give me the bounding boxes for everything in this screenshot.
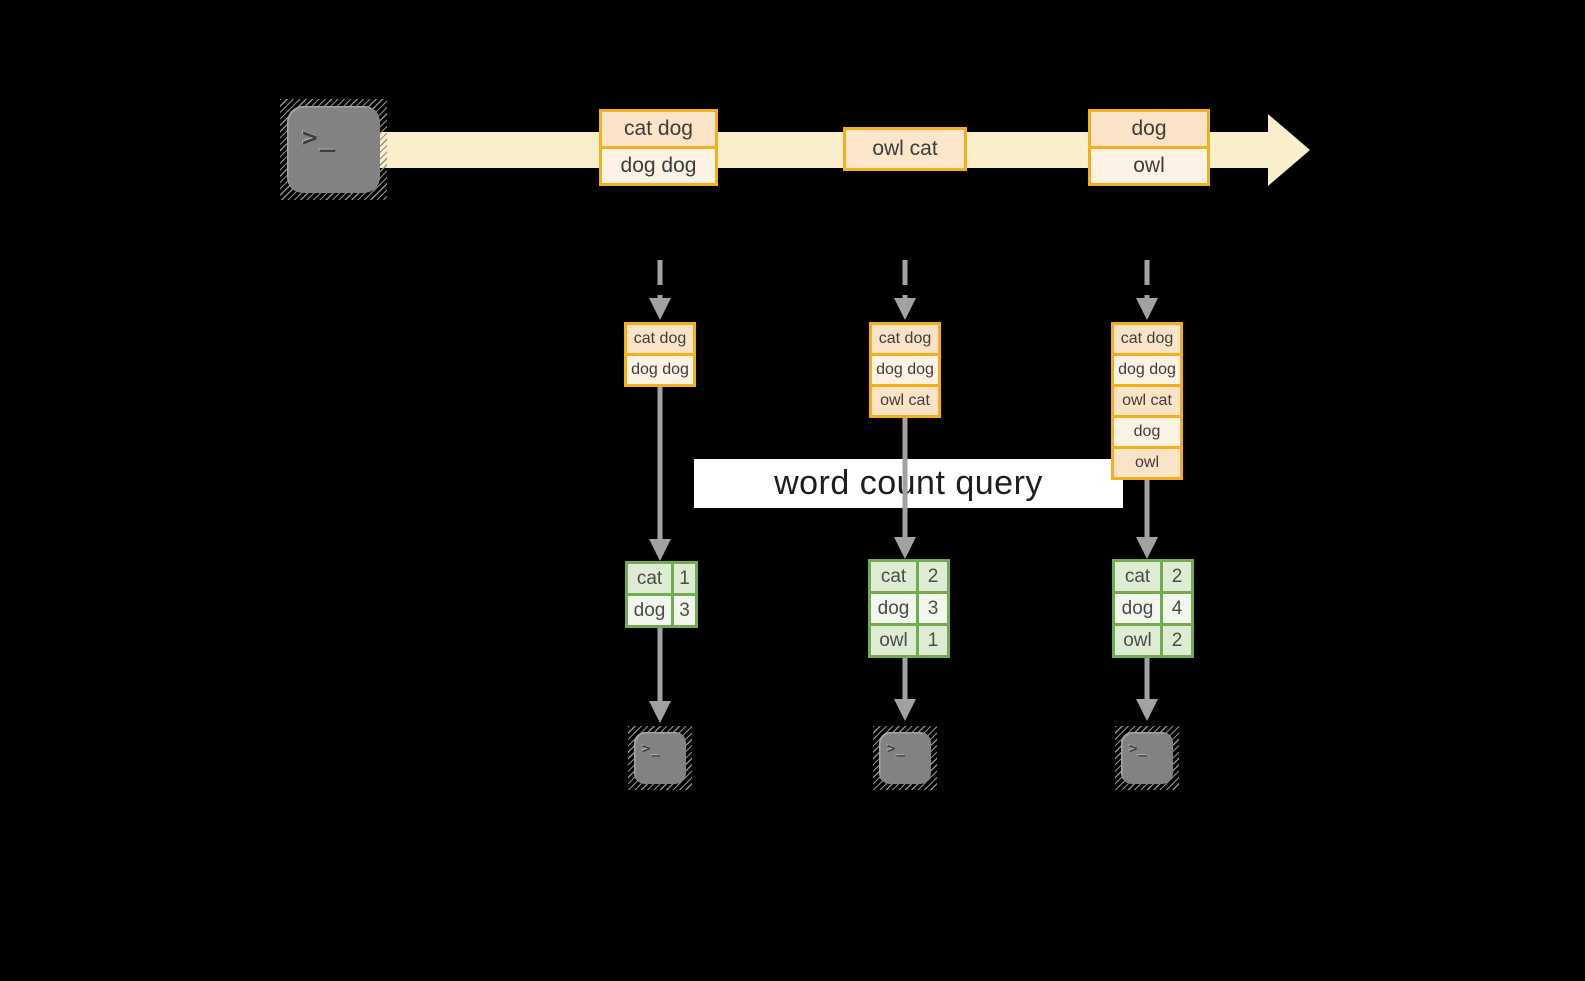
table-row: dog dog [872,353,938,384]
table-row: dog dog [1114,353,1180,384]
dashed-arrow-3-head [1136,298,1158,320]
table-row: owl [1114,446,1180,477]
count-cell: 3 [674,596,695,625]
batch-line: dog [1091,112,1207,146]
terminal-screen: >_ [879,732,931,784]
result-table-1: cat 1 dog 3 [625,561,698,628]
output-terminal-icon-3: >_ [1115,726,1179,790]
output-terminal-icon-2: >_ [873,726,937,790]
query-arrow-1-head [649,539,671,561]
query-label: word count query [694,459,1123,508]
stream-batch-2: owl cat [843,127,967,171]
batch-line: cat dog [602,112,715,146]
count-cell: 2 [919,562,947,591]
word-cell: dog [628,596,671,625]
batch-line: owl [1091,146,1207,183]
source-terminal-icon: >_ [280,99,387,200]
word-cell: cat [628,564,671,593]
terminal-prompt-icon: >_ [302,123,338,153]
count-cell: 2 [1163,626,1191,655]
table-row: dog [1114,415,1180,446]
dashed-arrow-1-head [649,298,671,320]
output-arrow-2-head [894,699,916,721]
result-table-2: cat 2 dog 3 owl 1 [868,559,950,658]
output-arrow-3-head [1136,699,1158,721]
word-cell: dog [1115,594,1160,623]
unbounded-table-3: cat dog dog dog owl cat dog owl [1111,322,1183,480]
count-cell: 1 [674,564,695,593]
output-terminal-icon-1: >_ [628,726,692,790]
terminal-prompt-icon: >_ [887,741,906,757]
stream-batch-1: cat dog dog dog [599,109,718,186]
terminal-screen: >_ [634,732,686,784]
count-cell: 4 [1163,594,1191,623]
stream-arrow-head [1268,114,1310,186]
unbounded-table-2: cat dog dog dog owl cat [869,322,941,418]
word-cell: owl [871,626,916,655]
result-table-3: cat 2 dog 4 owl 2 [1112,559,1194,658]
count-cell: 3 [919,594,947,623]
batch-line: dog dog [602,146,715,183]
query-arrow-3-head [1136,537,1158,559]
table-row: dog dog [627,353,693,384]
table-row: cat dog [1114,325,1180,353]
terminal-screen: >_ [287,106,380,193]
table-row: owl cat [872,384,938,415]
terminal-prompt-icon: >_ [642,741,661,757]
stream-batch-3: dog owl [1088,109,1210,186]
terminal-prompt-icon: >_ [1129,741,1148,757]
batch-line: owl cat [846,130,964,168]
word-cell: cat [1115,562,1160,591]
table-row: owl cat [1114,384,1180,415]
dashed-arrow-2-head [894,298,916,320]
terminal-screen: >_ [1121,732,1173,784]
word-cell: cat [871,562,916,591]
count-cell: 2 [1163,562,1191,591]
table-row: cat dog [627,325,693,353]
output-arrow-1-head [649,701,671,723]
query-arrow-2-head [894,537,916,559]
count-cell: 1 [919,626,947,655]
word-cell: owl [1115,626,1160,655]
word-cell: dog [871,594,916,623]
table-row: cat dog [872,325,938,353]
unbounded-table-1: cat dog dog dog [624,322,696,387]
